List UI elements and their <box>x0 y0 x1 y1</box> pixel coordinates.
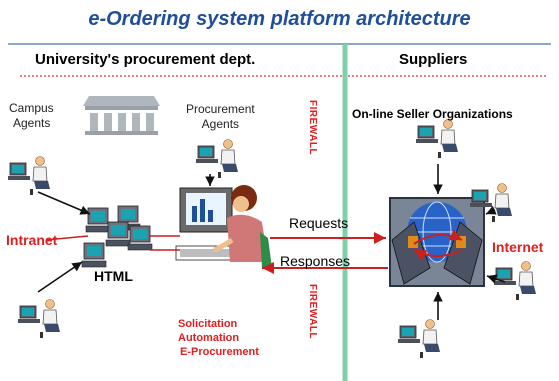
solicitation-label: Solicitation Automation E-Procurement <box>178 318 259 358</box>
html-label: HTML <box>94 268 133 284</box>
firewall-label-top: FIREWALL <box>307 100 318 156</box>
campus-agent-workstation-icon <box>7 156 51 196</box>
connection-arrows <box>37 164 506 320</box>
right-zone-header: Suppliers <box>399 51 468 68</box>
campus-agents-label: Campus Agents <box>9 101 54 130</box>
intranet-label: Intranet <box>6 232 58 248</box>
intranet-links <box>45 235 180 251</box>
campus-building-icon <box>83 96 160 135</box>
campus-agent-workstation-icon <box>17 299 61 339</box>
responses-label: Responses <box>280 253 351 269</box>
procurement-agent-workstation-icon <box>195 139 239 179</box>
supplier-portal-icon <box>389 197 485 287</box>
internet-label: Internet <box>492 239 544 255</box>
procurement-agents-label: Procurement Agents <box>186 102 255 131</box>
procurement-officer-icon <box>175 185 272 268</box>
seller-workstation-icon <box>397 319 441 359</box>
online-sellers-label: On-line Seller Organizations <box>352 107 513 121</box>
requests-label: Requests <box>289 215 349 231</box>
left-zone-header: University's procurement dept. <box>35 51 256 68</box>
diagram-title: e-Ordering system platform architecture <box>88 8 471 30</box>
firewall-label-bottom: FIREWALL <box>307 284 318 340</box>
seller-workstation-icon <box>415 119 459 159</box>
intranet-network-icon <box>81 205 153 268</box>
